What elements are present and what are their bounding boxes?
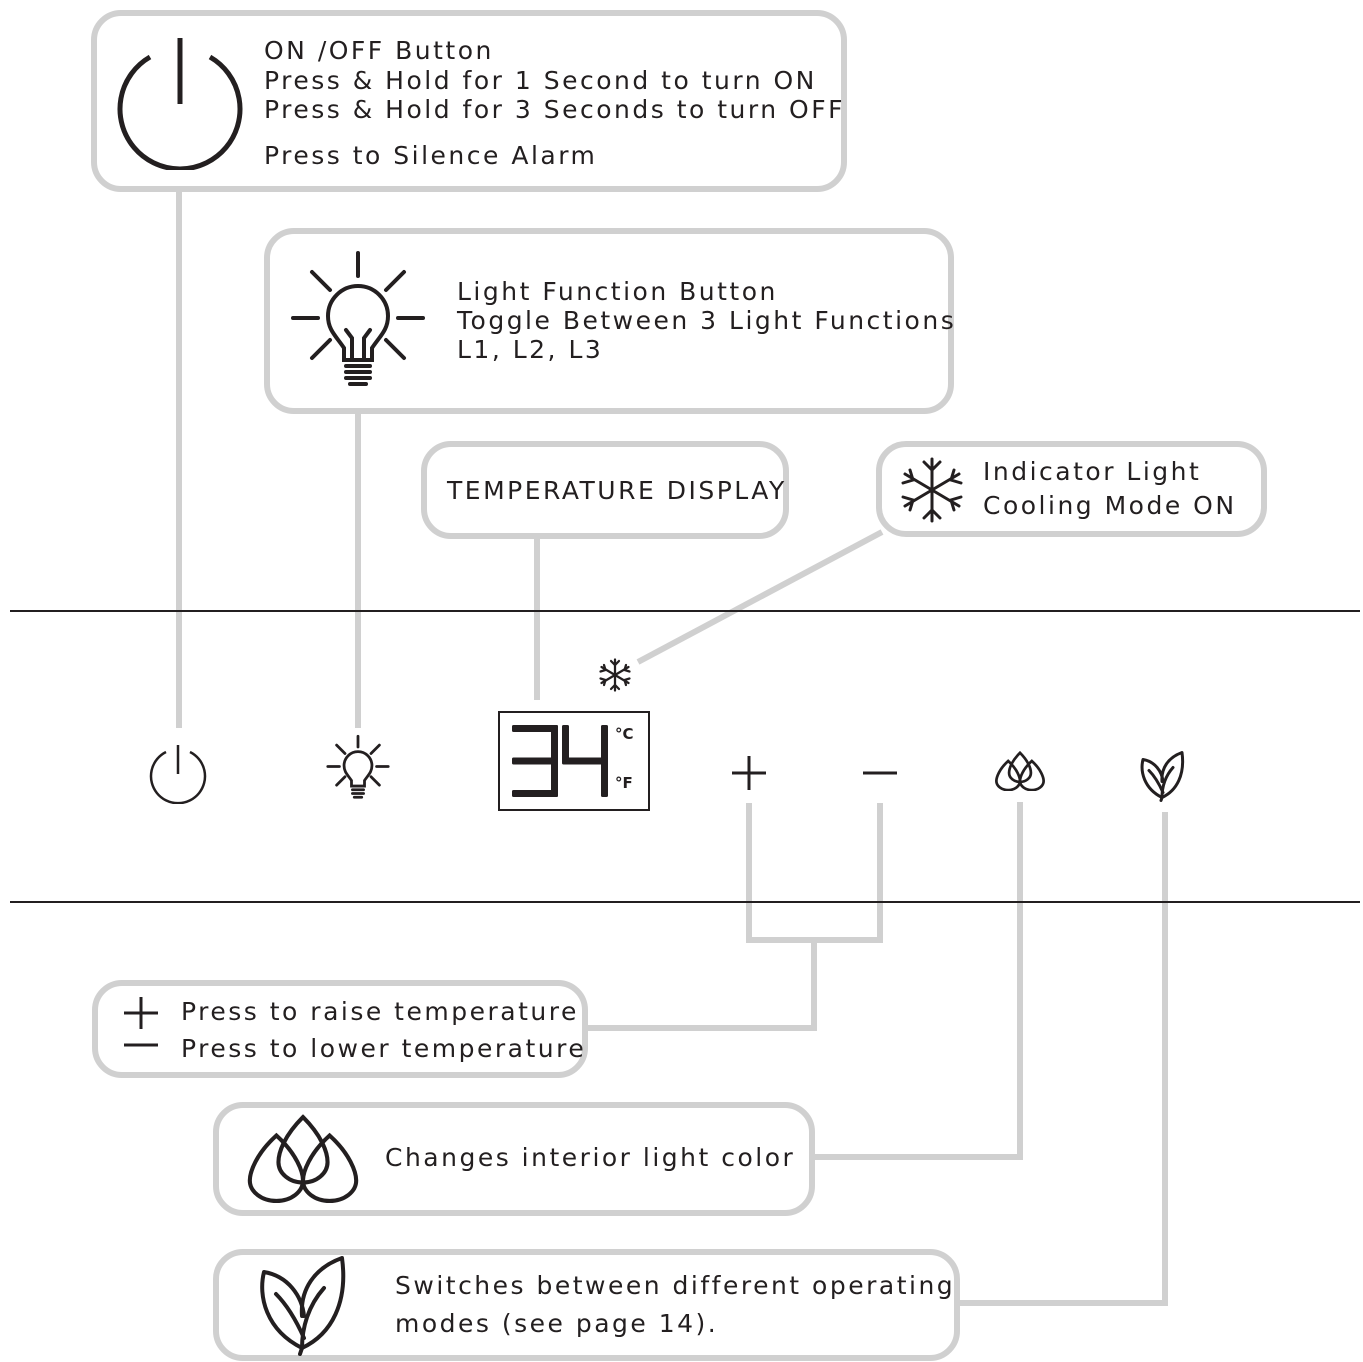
temp-adjust-connector bbox=[746, 803, 883, 943]
power-callout-title: ON /OFF Button bbox=[264, 36, 494, 65]
plus-icon bbox=[124, 997, 158, 1029]
light-callout-title: Light Function Button bbox=[457, 277, 778, 306]
mode-connector bbox=[960, 812, 1168, 1306]
color-connector bbox=[815, 802, 1023, 1160]
leaf-icon bbox=[260, 1256, 346, 1356]
raise-temperature-text: Press to raise temperature bbox=[181, 997, 579, 1026]
indicator-callout bbox=[876, 441, 1267, 537]
power-callout-alarm-instruction: Press to Silence Alarm bbox=[264, 141, 598, 170]
temp-adjust-callout bbox=[92, 980, 588, 1078]
panel-bottom-edge bbox=[10, 901, 1360, 903]
panel-top-edge bbox=[10, 610, 1360, 612]
digit-2-segment-g bbox=[562, 757, 608, 765]
indicator-callout-title: Indicator Light bbox=[983, 457, 1202, 486]
light-callout bbox=[264, 228, 954, 414]
minus-icon bbox=[124, 1043, 158, 1047]
mode-callout-line-1: Switches between different operating bbox=[395, 1271, 956, 1300]
color-callout bbox=[213, 1102, 815, 1216]
temperature-display-label: TEMPERATURE DISPLAY bbox=[447, 476, 787, 505]
plus-icon[interactable] bbox=[730, 754, 768, 792]
digit-1-segment-a bbox=[512, 725, 558, 732]
light-callout-functions: L1, L2, L3 bbox=[457, 335, 604, 364]
power-icon bbox=[117, 38, 243, 170]
power-callout-off-instruction: Press & Hold for 3 Seconds to turn OFF bbox=[264, 95, 845, 124]
digit-1-segment-g bbox=[512, 757, 558, 765]
temp-adjust-connector-stem bbox=[586, 940, 817, 1031]
unit-fahrenheit: °F bbox=[615, 774, 633, 792]
temperature-display-callout bbox=[421, 441, 789, 539]
light-bulb-icon[interactable] bbox=[326, 734, 390, 800]
color-callout-text: Changes interior light color bbox=[385, 1143, 796, 1172]
digit-1-segment-d bbox=[512, 790, 558, 797]
power-callout-on-instruction: Press & Hold for 1 Second to turn ON bbox=[264, 66, 817, 95]
snowflake-icon bbox=[599, 658, 631, 692]
digit-2-segment-c bbox=[601, 761, 608, 797]
unit-celsius: °C bbox=[615, 725, 634, 743]
lower-temperature-text: Press to lower temperature bbox=[181, 1034, 587, 1063]
droplets-icon bbox=[247, 1114, 359, 1203]
indicator-callout-description: Cooling Mode ON bbox=[983, 491, 1237, 520]
temperature-display bbox=[498, 711, 650, 811]
temperature-display-digits bbox=[512, 725, 608, 797]
power-icon[interactable] bbox=[147, 742, 209, 804]
droplets-icon[interactable] bbox=[994, 751, 1046, 791]
snowflake-icon bbox=[901, 457, 963, 523]
digit-1-segment-b bbox=[551, 725, 558, 761]
indicator-connector bbox=[636, 529, 884, 665]
power-callout bbox=[91, 10, 847, 192]
digit-2-segment-f bbox=[562, 725, 569, 761]
minus-icon[interactable] bbox=[861, 754, 899, 792]
light-callout-description: Toggle Between 3 Light Functions bbox=[457, 306, 957, 335]
digit-2-segment-b bbox=[601, 725, 608, 761]
leaf-icon[interactable] bbox=[1140, 748, 1186, 804]
mode-callout-line-2: modes (see page 14). bbox=[395, 1309, 719, 1338]
light-bulb-icon bbox=[291, 251, 425, 386]
digit-1-segment-c bbox=[551, 761, 558, 797]
